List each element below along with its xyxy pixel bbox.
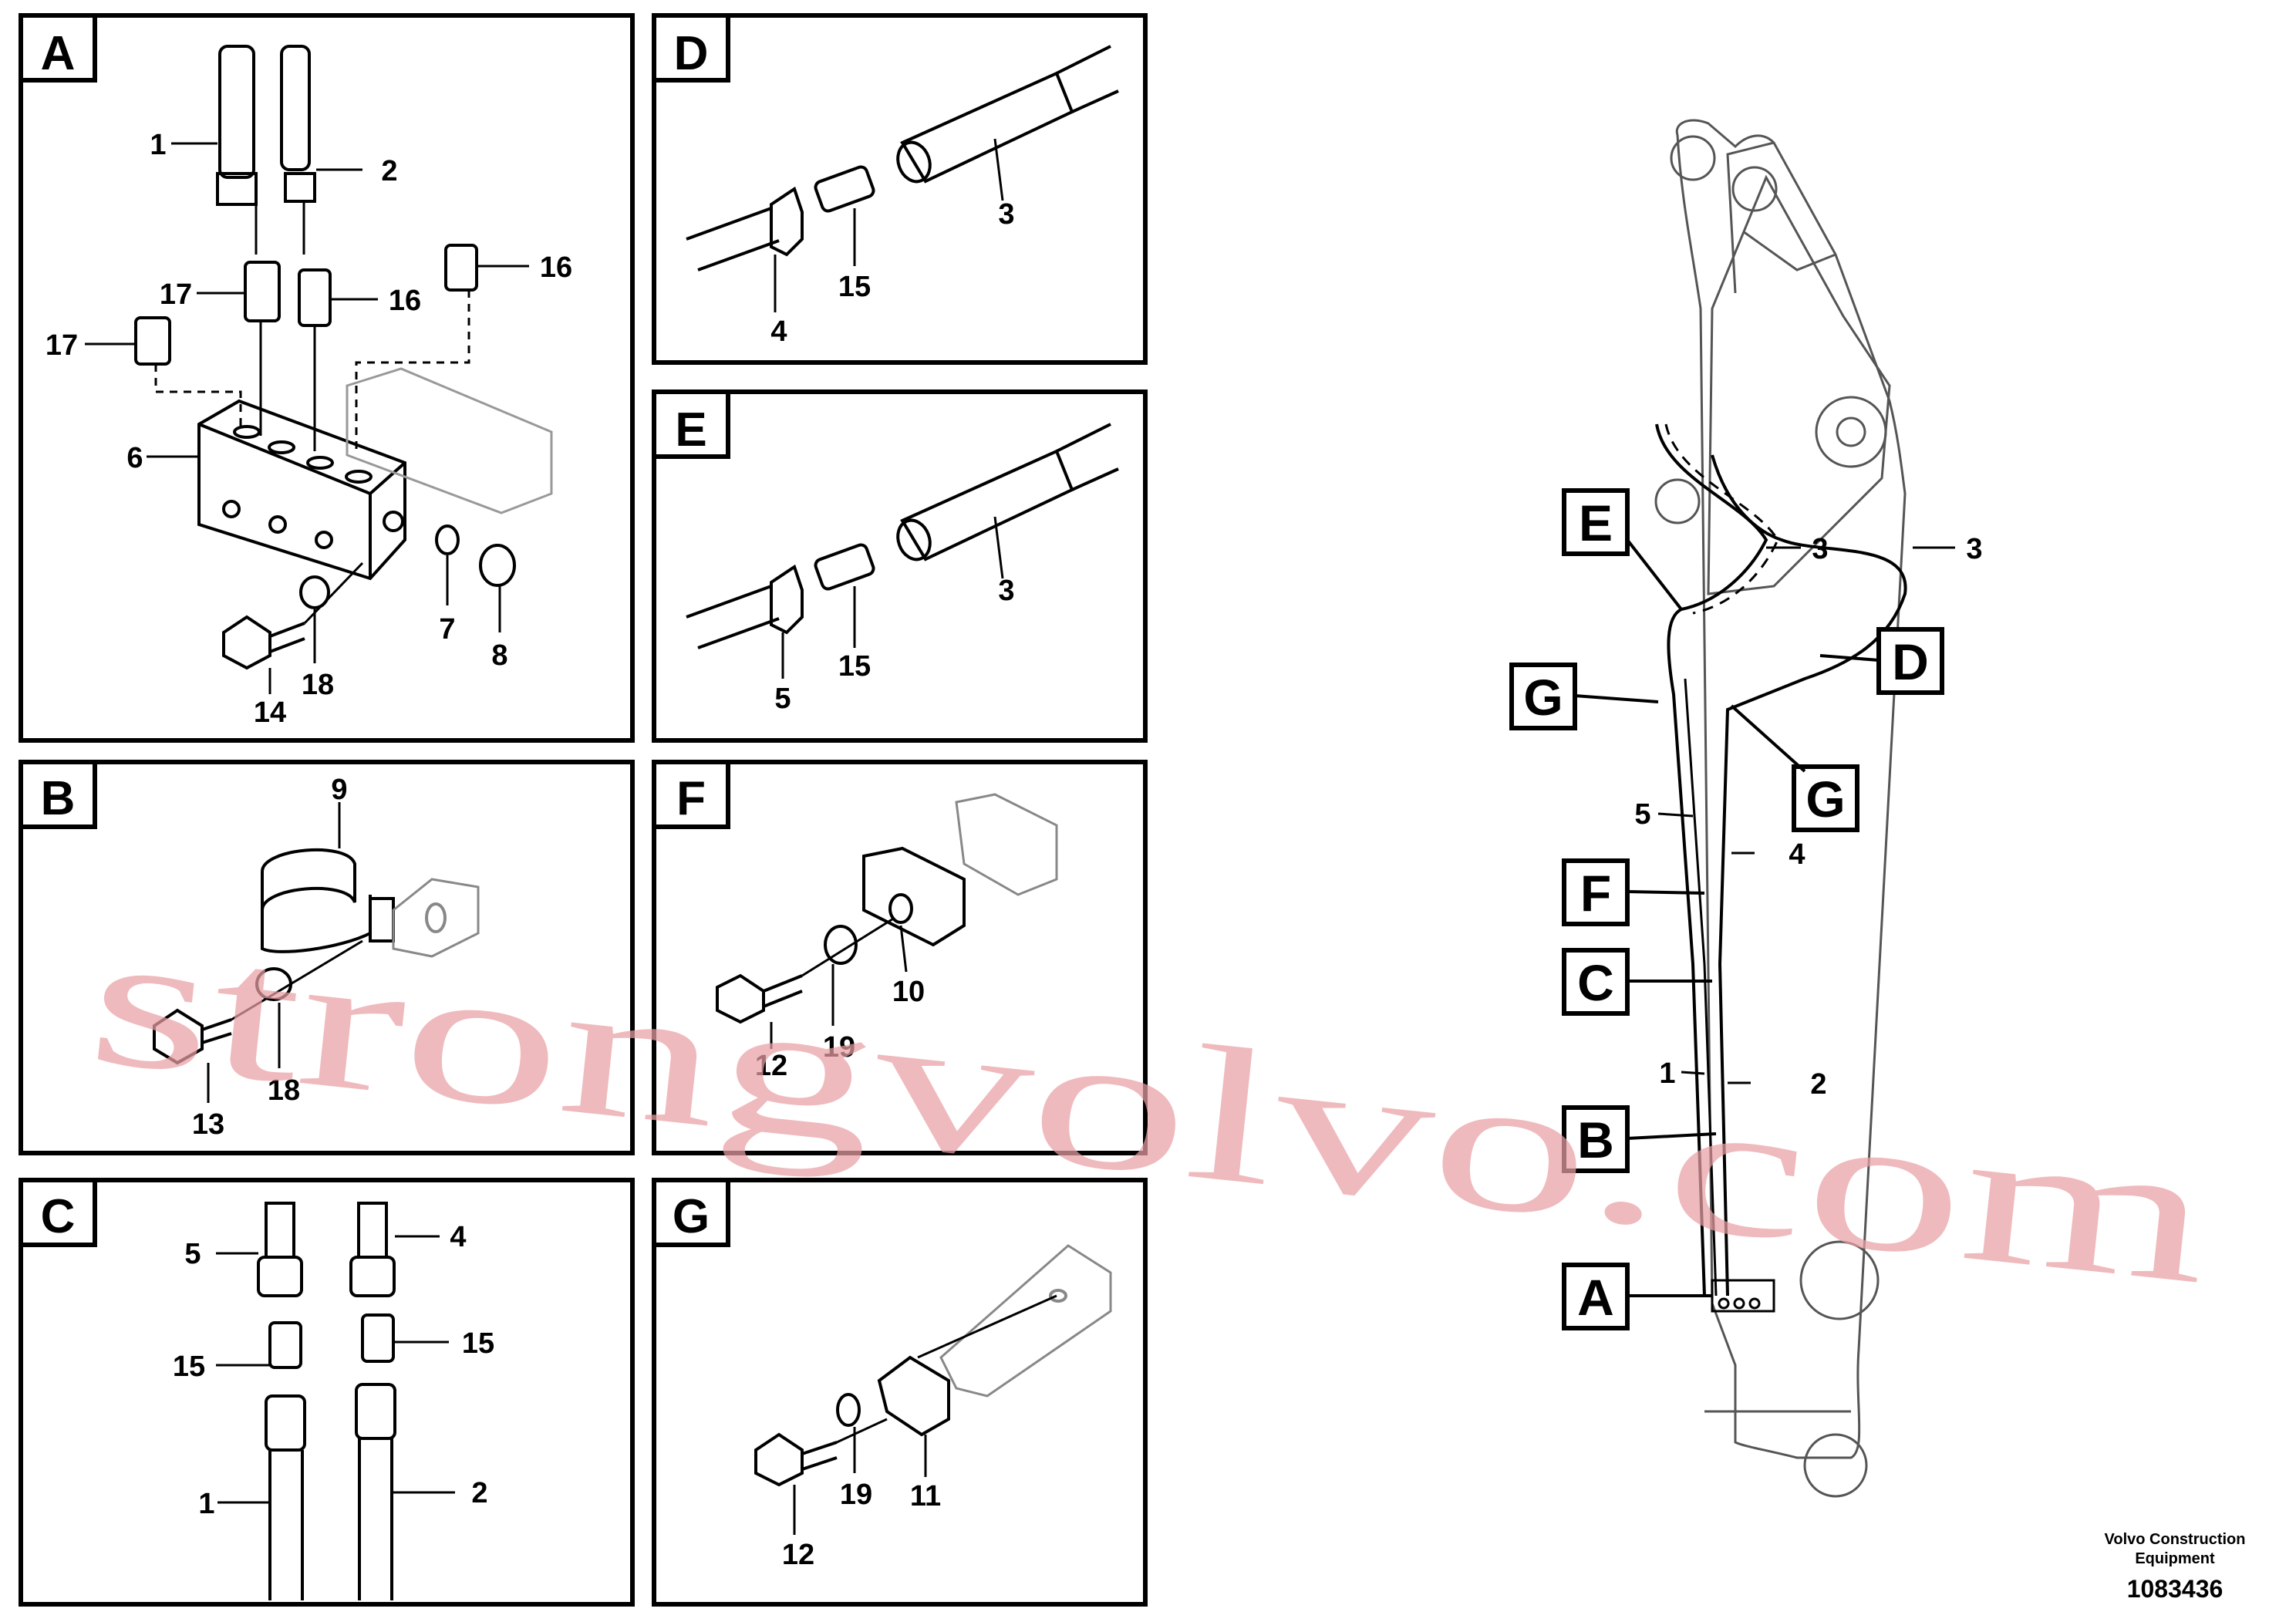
view-label-a: A <box>1577 1269 1614 1326</box>
callout-number: 1 <box>150 129 166 161</box>
callout-number: 9 <box>331 774 347 806</box>
overview-callouts: 3 3 5 4 1 2 <box>1634 533 1982 1101</box>
callout-number: 15 <box>838 650 871 683</box>
view-label-g: G <box>1523 669 1563 726</box>
panel-d-label: D <box>674 27 709 80</box>
callout-number: 17 <box>46 329 78 362</box>
callout-number: 19 <box>823 1031 855 1064</box>
panel-d-callouts: 3 4 15 <box>770 198 1014 348</box>
panel-b <box>19 760 635 1155</box>
callout-number: 10 <box>892 976 925 1008</box>
callout-number: 3 <box>1812 533 1828 565</box>
callout-number: 12 <box>755 1050 787 1082</box>
callout-number: 5 <box>774 683 791 715</box>
callout-number: 15 <box>838 271 871 303</box>
panel-a <box>19 13 635 743</box>
company-name-line1: Volvo Construction <box>2105 1531 2246 1548</box>
view-label-d: D <box>1892 633 1929 690</box>
callout-number: 11 <box>910 1480 941 1512</box>
callout-number: 17 <box>160 278 192 311</box>
callout-number: 3 <box>998 198 1014 231</box>
callout-number: 15 <box>173 1351 205 1383</box>
callout-number: 13 <box>192 1108 224 1141</box>
callout-number: 1 <box>198 1488 214 1520</box>
panel-g <box>652 1178 1148 1607</box>
panel-b-callouts: 9 13 18 <box>192 774 348 1141</box>
callout-number: 15 <box>462 1327 494 1360</box>
company-name-line2: Equipment <box>2135 1550 2215 1567</box>
view-label-f: F <box>1580 865 1611 922</box>
callout-number: 19 <box>840 1479 872 1511</box>
callout-number: 1 <box>1659 1057 1675 1090</box>
callout-number: 18 <box>302 669 334 701</box>
arm-overview <box>1509 119 1955 1498</box>
callout-number: 2 <box>471 1477 487 1509</box>
panel-c-callouts: 5 4 15 15 1 2 <box>173 1221 494 1520</box>
callout-number: 5 <box>184 1238 201 1270</box>
callout-number: 7 <box>439 613 455 646</box>
watermark-text: strongvolvo.com <box>80 890 2220 1325</box>
callout-number: 3 <box>1966 533 1982 565</box>
callout-number: 2 <box>1810 1068 1826 1101</box>
callout-number: 16 <box>389 285 421 317</box>
panel-c-label: C <box>41 1190 76 1243</box>
callout-number: 5 <box>1634 798 1650 831</box>
callout-number: 6 <box>126 442 143 474</box>
callout-number: 12 <box>782 1539 814 1571</box>
callout-number: 14 <box>254 696 286 729</box>
panel-f-callouts: 10 12 19 <box>755 976 925 1082</box>
panel-c <box>19 1178 635 1607</box>
panel-d <box>652 13 1148 365</box>
callout-number: 4 <box>1789 838 1805 871</box>
panel-f <box>652 760 1148 1155</box>
panel-a-label: A <box>41 27 76 80</box>
panel-e <box>652 389 1148 743</box>
panel-f-label: F <box>676 772 706 825</box>
callout-number: 16 <box>540 251 572 284</box>
callout-number: 2 <box>381 155 397 187</box>
panel-g-label: G <box>673 1190 710 1243</box>
view-label-g-2: G <box>1805 771 1845 828</box>
overview-view-labels: E D G G F C B A <box>1523 494 1929 1326</box>
callout-number: 8 <box>491 639 507 672</box>
view-label-e: E <box>1579 494 1613 551</box>
panel-e-callouts: 3 5 15 <box>774 575 1014 715</box>
panel-g-callouts: 11 12 19 <box>782 1479 941 1571</box>
document-number: 1083436 <box>2127 1575 2224 1603</box>
callout-number: 4 <box>770 315 787 348</box>
view-label-b: B <box>1577 1111 1614 1168</box>
panel-e-label: E <box>675 403 706 457</box>
callout-number: 18 <box>268 1074 300 1107</box>
footer: Volvo Construction Equipment 1083436 <box>2105 1531 2246 1603</box>
callout-number: 4 <box>450 1221 466 1253</box>
panel-a-callouts: 1 2 17 16 16 17 6 7 8 14 18 <box>46 129 572 729</box>
panel-b-label: B <box>41 772 76 825</box>
callout-number: 3 <box>998 575 1014 607</box>
view-label-c: C <box>1577 954 1614 1011</box>
